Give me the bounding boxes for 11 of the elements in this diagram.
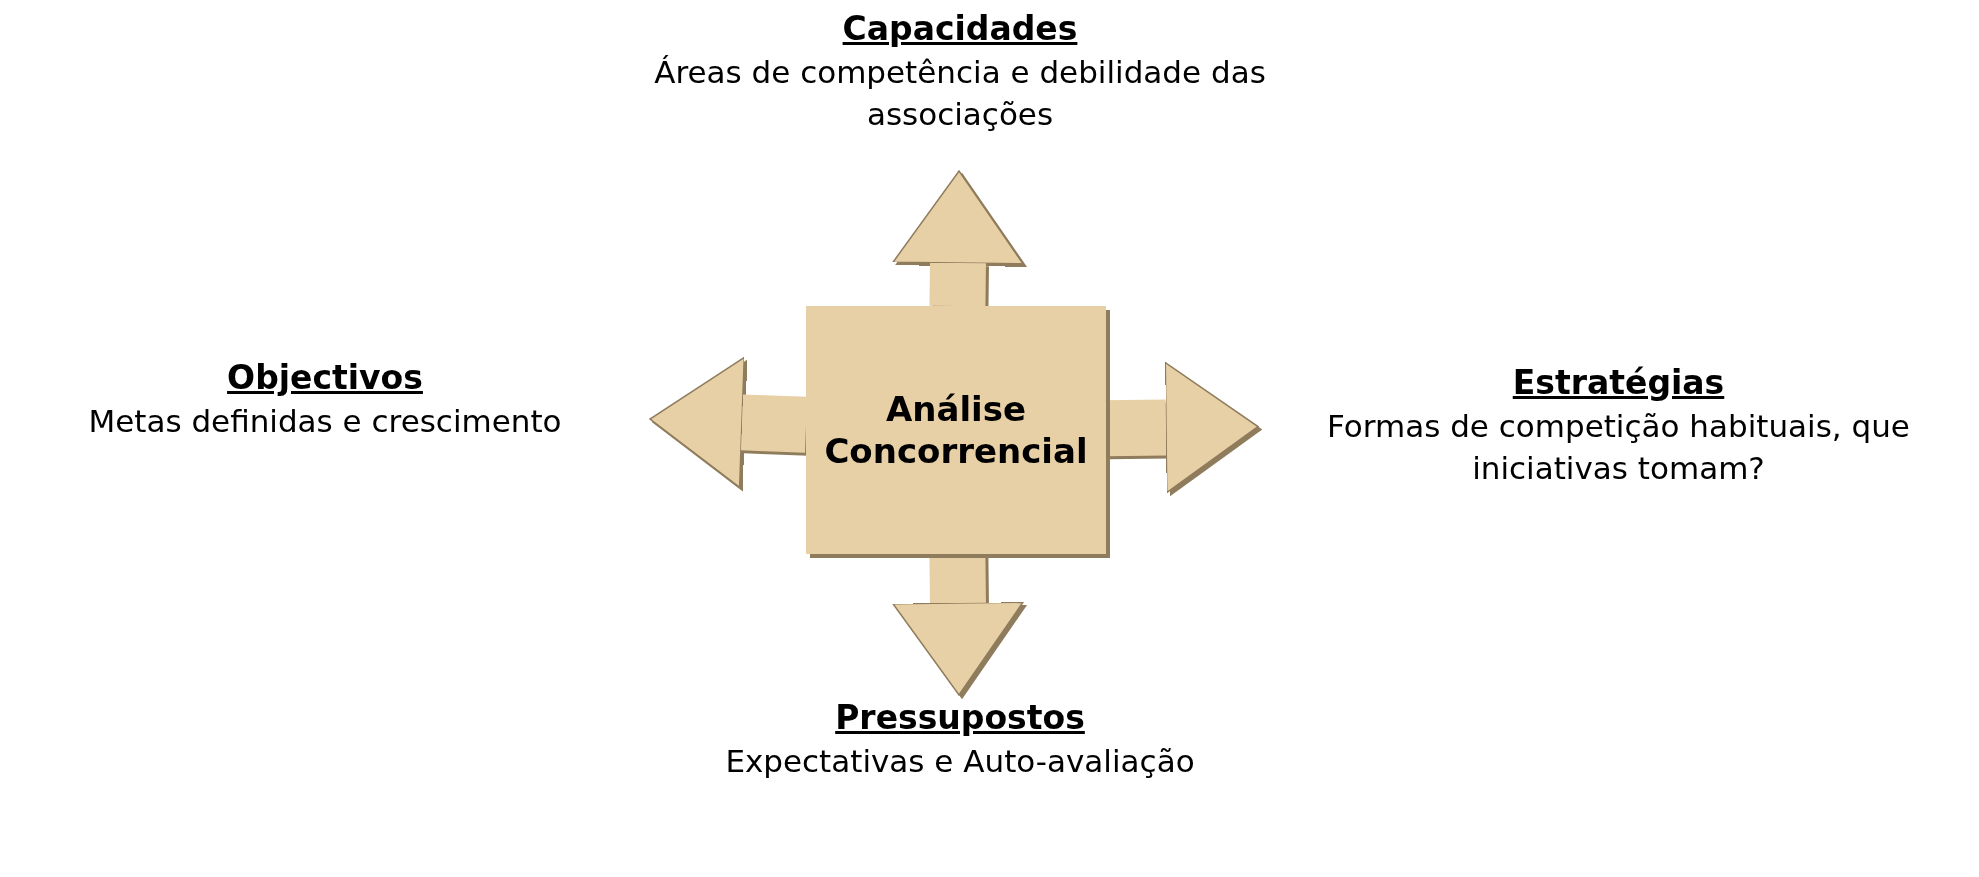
arrow	[649, 356, 807, 489]
center-title: Análise Concorrencial	[823, 387, 1089, 473]
description: Expectativas e Auto-avaliação	[724, 742, 1196, 782]
heading: Objectivos	[226, 357, 424, 399]
heading: Pressupostos	[834, 697, 1086, 739]
arrow	[892, 170, 1024, 307]
heading: Capacidades	[841, 8, 1079, 50]
description: Áreas de competência e debilidade das associações	[653, 53, 1267, 135]
heading: Estratégias	[1511, 362, 1726, 404]
description: Formas de competição habituais, que iniciativas tomam?	[1326, 407, 1911, 489]
description: Metas definidas e crescimento	[87, 402, 563, 442]
